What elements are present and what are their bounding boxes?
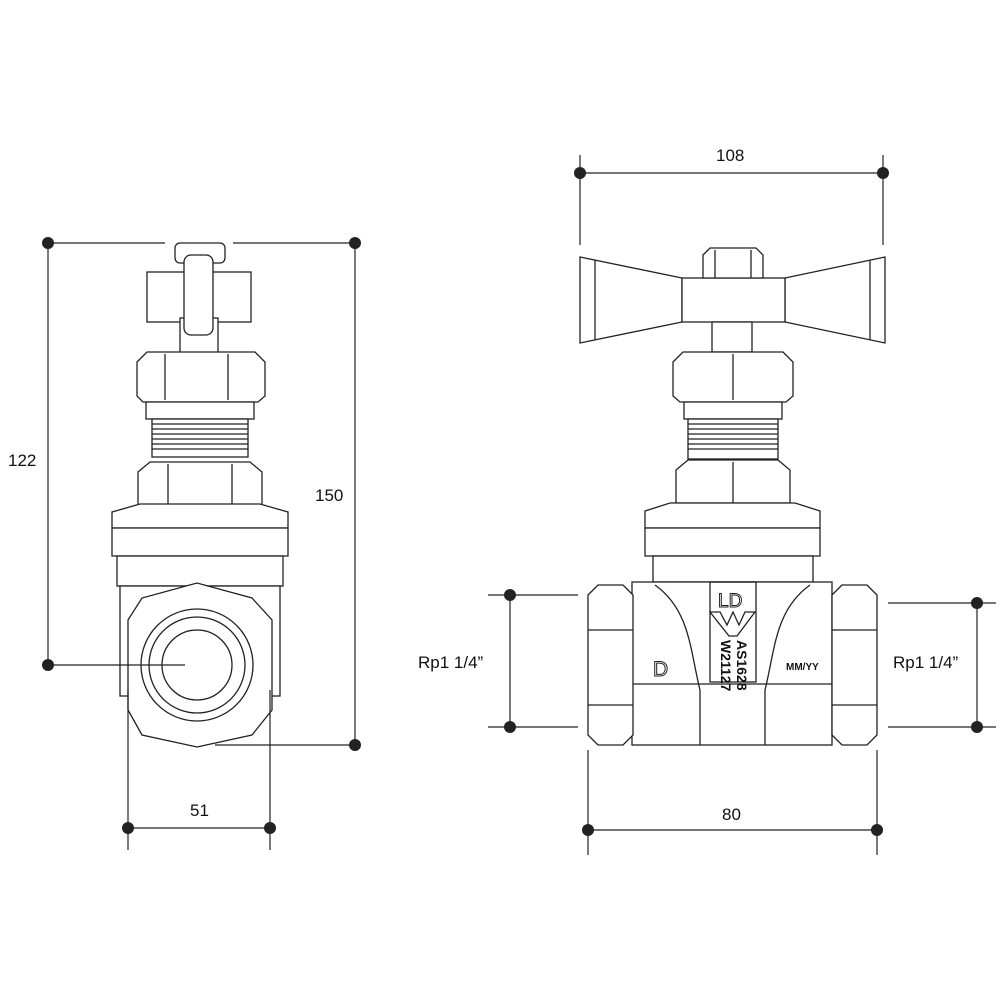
marking-standard: AS1628 xyxy=(734,640,750,691)
side-view xyxy=(111,242,289,748)
marking-date: MM/YY xyxy=(786,662,819,673)
marking-ld: LD xyxy=(718,591,742,612)
front-view: LD D AS1628 W21127 MM/YY xyxy=(579,247,886,746)
dim-51-label: 51 xyxy=(190,801,209,820)
side-dimensions: 122 150 51 xyxy=(8,237,361,850)
dim-80-label: 80 xyxy=(722,805,741,824)
marking-d: D xyxy=(653,658,668,681)
thread-left-label: Rp1 1/4” xyxy=(418,653,484,672)
dim-122-label: 122 xyxy=(8,451,36,470)
thread-right-label: Rp1 1/4” xyxy=(893,653,959,672)
marking-watermark: W21127 xyxy=(718,640,734,692)
watermark-logo-icon xyxy=(708,610,757,637)
front-dimensions: 108 80 Rp1 1/4” Rp1 1/4” xyxy=(418,146,996,855)
dim-150-label: 150 xyxy=(315,486,343,505)
dim-108-label: 108 xyxy=(716,146,744,165)
